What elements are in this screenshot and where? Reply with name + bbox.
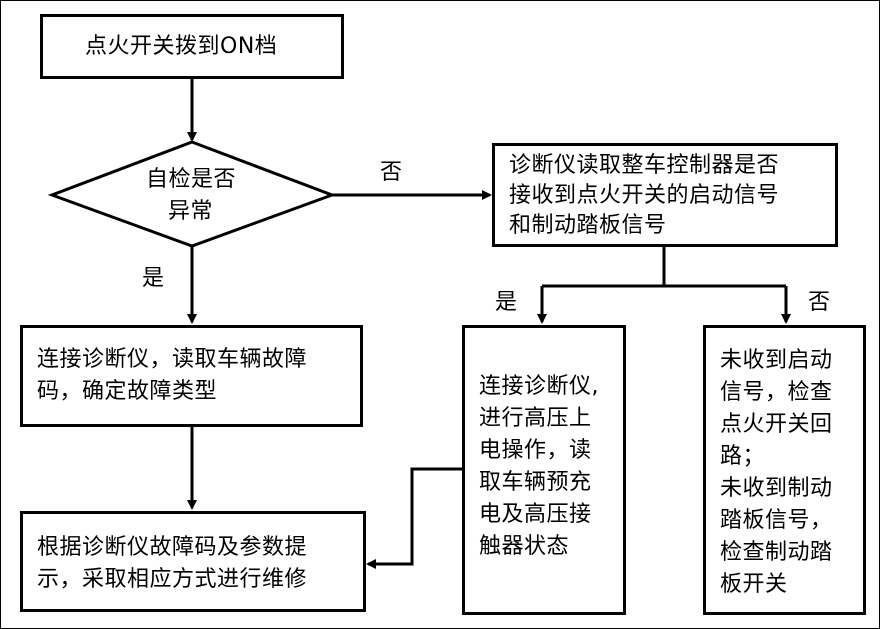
edge-label-decision-yes: 是 bbox=[142, 266, 165, 291]
read-vcu-line-1: 诊断仪读取整车控制器是否 bbox=[509, 153, 780, 178]
decision-line-1: 自检是否 bbox=[146, 167, 237, 192]
start-box: 点火开关拨到ON档 bbox=[40, 14, 344, 79]
hv-check-line-1: 连接诊断仪, bbox=[479, 374, 599, 399]
no-signal-line-6: 踏板信号， bbox=[720, 508, 833, 533]
hv-check-line-5: 电及高压接 bbox=[479, 502, 592, 527]
read-vcu-box: 诊断仪读取整车控制器是否 接收到点火开关的启动信号 和制动踏板信号 bbox=[492, 143, 838, 247]
start-line-1: 点火开关拨到ON档 bbox=[85, 34, 278, 59]
read-vcu-line-3: 和制动踏板信号 bbox=[509, 213, 667, 238]
no-signal-line-5: 未收到制动 bbox=[720, 476, 833, 501]
decision-line-2: 异常 bbox=[168, 199, 214, 224]
read-codes-line-2: 码，确定故障类型 bbox=[37, 379, 218, 404]
hv-check-line-3: 电操作，读 bbox=[479, 438, 592, 463]
edge-label-decision-no: 否 bbox=[380, 160, 403, 185]
no-signal-line-3: 点火开关回 bbox=[720, 412, 833, 437]
hv-check-line-4: 取车辆预充 bbox=[479, 470, 592, 495]
repair-line-2: 示，采取相应方式进行维修 bbox=[37, 567, 308, 592]
hv-check-line-2: 进行高压上 bbox=[479, 406, 592, 431]
read-codes-line-1: 连接诊断仪，读取车辆故障 bbox=[37, 347, 308, 372]
no-signal-line-8: 板开关 bbox=[720, 572, 788, 597]
repair-line-1: 根据诊断仪故障码及参数提 bbox=[37, 535, 308, 560]
no-signal-line-2: 信号，检查 bbox=[720, 380, 833, 405]
edge-label-vcu-no: 否 bbox=[808, 290, 831, 315]
read-codes-box: 连接诊断仪，读取车辆故障 码，确定故障类型 bbox=[20, 325, 363, 427]
no-signal-line-1: 未收到启动 bbox=[720, 348, 833, 373]
repair-box: 根据诊断仪故障码及参数提 示，采取相应方式进行维修 bbox=[20, 511, 366, 612]
no-signal-line-7: 检查制动踏 bbox=[720, 540, 833, 565]
connector-vcu-split bbox=[542, 247, 786, 288]
no-signal-box: 未收到启动 信号，检查 点火开关回 路； 未收到制动 踏板信号， 检查制动踏 板… bbox=[703, 325, 866, 615]
arrow-hv-to-repair bbox=[366, 467, 462, 569]
no-signal-line-4: 路； bbox=[720, 444, 766, 469]
read-vcu-line-2: 接收到点火开关的启动信号 bbox=[509, 183, 780, 208]
hv-check-box: 连接诊断仪, 进行高压上 电操作，读 取车辆预充 电及高压接 触器状态 bbox=[462, 325, 626, 615]
hv-check-line-6: 触器状态 bbox=[479, 534, 570, 559]
edge-label-vcu-yes: 是 bbox=[495, 290, 518, 315]
